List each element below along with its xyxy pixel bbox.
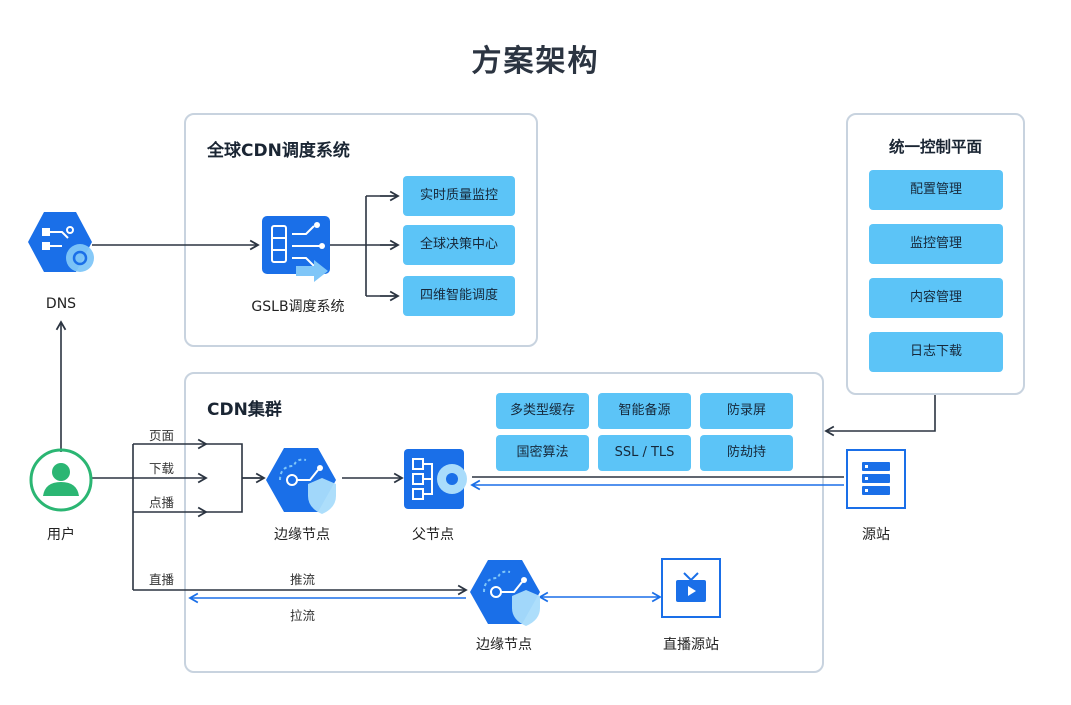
feature-anti-hijack: 防劫持: [700, 435, 793, 471]
gslb-branch-lines: [330, 195, 398, 297]
gslb-item-quality-monitor: 实时质量监控: [403, 176, 515, 216]
origin-label: 源站: [862, 527, 890, 543]
parent-node-icon: [404, 449, 467, 509]
control-to-cdn-line: [824, 395, 936, 437]
page-title: 方案架构: [471, 44, 600, 79]
control-panel-title: 统一控制平面: [888, 138, 982, 156]
edge-label-push: 推流: [290, 572, 316, 587]
dns-label: DNS: [45, 296, 77, 312]
live-origin-label: 直播源站: [663, 637, 719, 653]
server-stack-icon: [846, 449, 906, 509]
feature-ssl-tls: SSL / TLS: [598, 435, 691, 471]
user-branch-lines: [92, 444, 134, 590]
gslb-item-smart-scheduling: 四维智能调度: [403, 276, 515, 316]
cdn-panel-title: CDN集群: [207, 400, 282, 420]
user-label: 用户: [47, 527, 75, 543]
edge2-label: 边缘节点: [476, 637, 532, 653]
feature-smart-backup: 智能备源: [598, 393, 691, 429]
control-item-logs: 日志下载: [869, 332, 1003, 372]
edge1-label: 边缘节点: [274, 527, 330, 543]
dns-hexagon-icon: [28, 212, 94, 272]
edge-label-live: 直播: [149, 572, 175, 587]
feature-multi-cache: 多类型缓存: [496, 393, 589, 429]
control-item-monitor: 监控管理: [869, 224, 1003, 264]
edge-label-page: 页面: [149, 428, 175, 443]
feature-sm-crypto: 国密算法: [496, 435, 589, 471]
user-icon: [29, 448, 93, 512]
feature-anti-recording: 防录屏: [700, 393, 793, 429]
edge-label-download: 下载: [149, 461, 175, 476]
tv-play-icon: [661, 558, 721, 618]
control-item-config: 配置管理: [869, 170, 1003, 210]
gslb-item-decision-center: 全球决策中心: [403, 225, 515, 265]
edge-hexagon-shield-icon: [470, 560, 540, 626]
edge-hexagon-shield-icon: [266, 448, 336, 514]
parent-label: 父节点: [412, 527, 454, 543]
gslb-server-icon: [262, 216, 330, 282]
edge-label-pull: 拉流: [290, 608, 316, 623]
gslb-panel-title: 全球CDN调度系统: [207, 141, 350, 161]
edge-label-vod: 点播: [149, 495, 175, 510]
gslb-label: GSLB调度系统: [251, 299, 345, 315]
control-item-content: 内容管理: [869, 278, 1003, 318]
